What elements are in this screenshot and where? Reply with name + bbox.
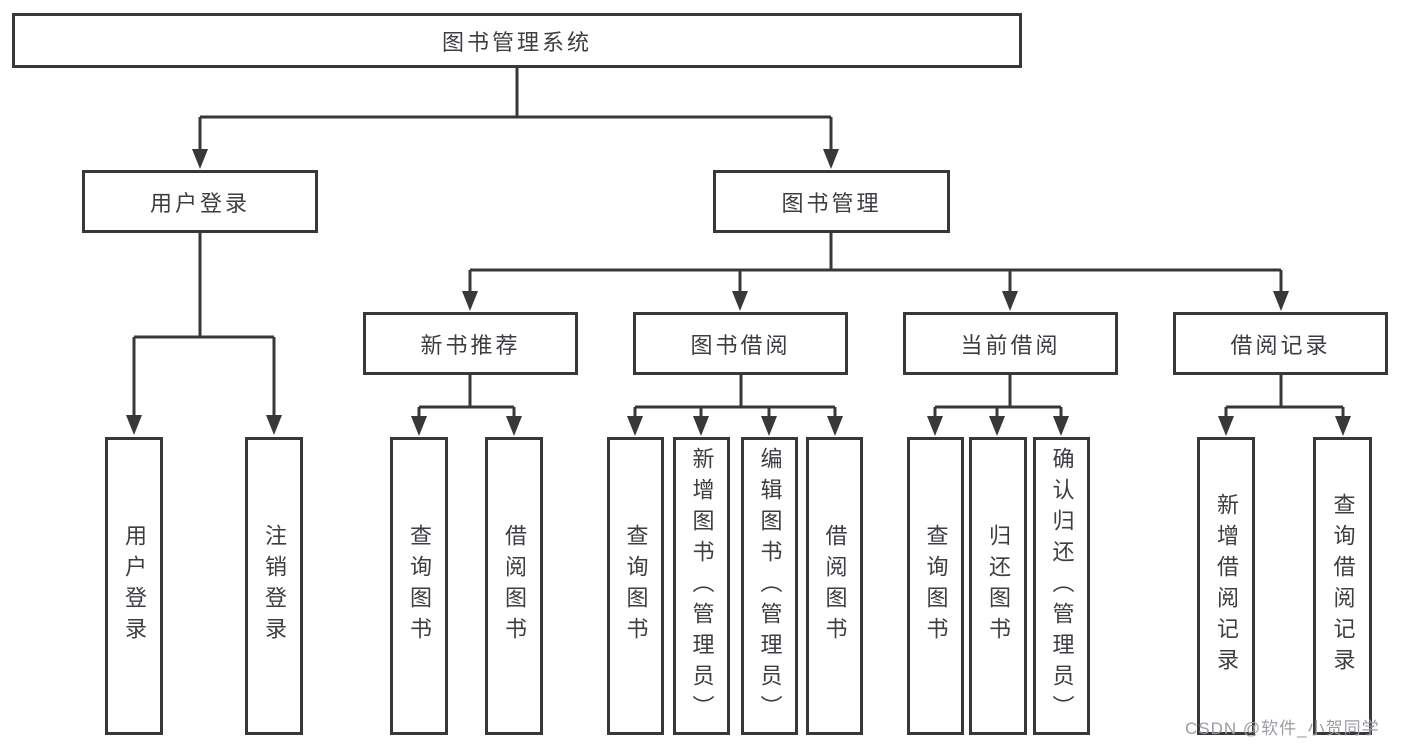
connector-user-login [132, 233, 276, 417]
connector-new-book-recommend [417, 375, 516, 418]
node-new-book-recommend: 新书推荐 [363, 312, 578, 375]
node-root: 图书管理系统 [12, 13, 1022, 68]
arrow-icon [732, 291, 748, 311]
connector-book-management [468, 233, 1283, 293]
connector-borrow-records [1224, 375, 1345, 418]
arrowheads [126, 149, 1351, 436]
arrow-icon [411, 416, 427, 436]
arrow-icon [462, 291, 478, 311]
leaf-add-book-admin: 新增图书（管理员） [673, 437, 730, 735]
arrow-icon [192, 149, 208, 169]
arrow-icon [1273, 291, 1289, 311]
connector-root [198, 68, 833, 151]
node-book-management: 图书管理 [713, 170, 950, 233]
arrow-icon [823, 149, 839, 169]
leaf-query-books-recommend: 查询图书 [390, 437, 448, 735]
node-book-borrow: 图书借阅 [633, 312, 848, 375]
connector-book-borrow [633, 375, 837, 418]
leaf-query-books-borrow: 查询图书 [607, 437, 664, 735]
leaf-query-books-current: 查询图书 [907, 437, 964, 735]
watermark: CSDN @软件_小贺同学 [1185, 719, 1380, 738]
leaf-add-borrow-record: 新增借阅记录 [1197, 437, 1255, 735]
node-borrow-records: 借阅记录 [1173, 312, 1388, 375]
leaf-borrow-books-recommend: 借阅图书 [485, 437, 543, 735]
arrow-icon [989, 416, 1005, 436]
leaf-confirm-return-admin: 确认归还（管理员） [1033, 437, 1090, 735]
arrow-icon [827, 416, 843, 436]
arrow-icon [126, 415, 142, 435]
arrow-icon [506, 416, 522, 436]
leaf-borrow-books: 借阅图书 [806, 437, 863, 735]
leaf-user-login: 用户登录 [105, 437, 163, 735]
arrow-icon [627, 416, 643, 436]
leaf-logout: 注销登录 [245, 437, 303, 735]
arrow-icon [1002, 291, 1018, 311]
leaf-edit-book-admin: 编辑图书（管理员） [741, 437, 798, 735]
arrow-icon [1335, 416, 1351, 436]
node-user-login: 用户登录 [82, 170, 318, 233]
leaf-return-book: 归还图书 [969, 437, 1027, 735]
connector-lines [132, 68, 1345, 418]
arrow-icon [927, 416, 943, 436]
node-current-borrow: 当前借阅 [903, 312, 1118, 375]
connector-current-borrow [933, 375, 1063, 418]
arrow-icon [1218, 416, 1234, 436]
arrow-icon [1053, 416, 1069, 436]
arrow-icon [693, 416, 709, 436]
arrow-icon [266, 415, 282, 435]
leaf-query-borrow-record: 查询借阅记录 [1313, 437, 1372, 735]
arrow-icon [761, 416, 777, 436]
